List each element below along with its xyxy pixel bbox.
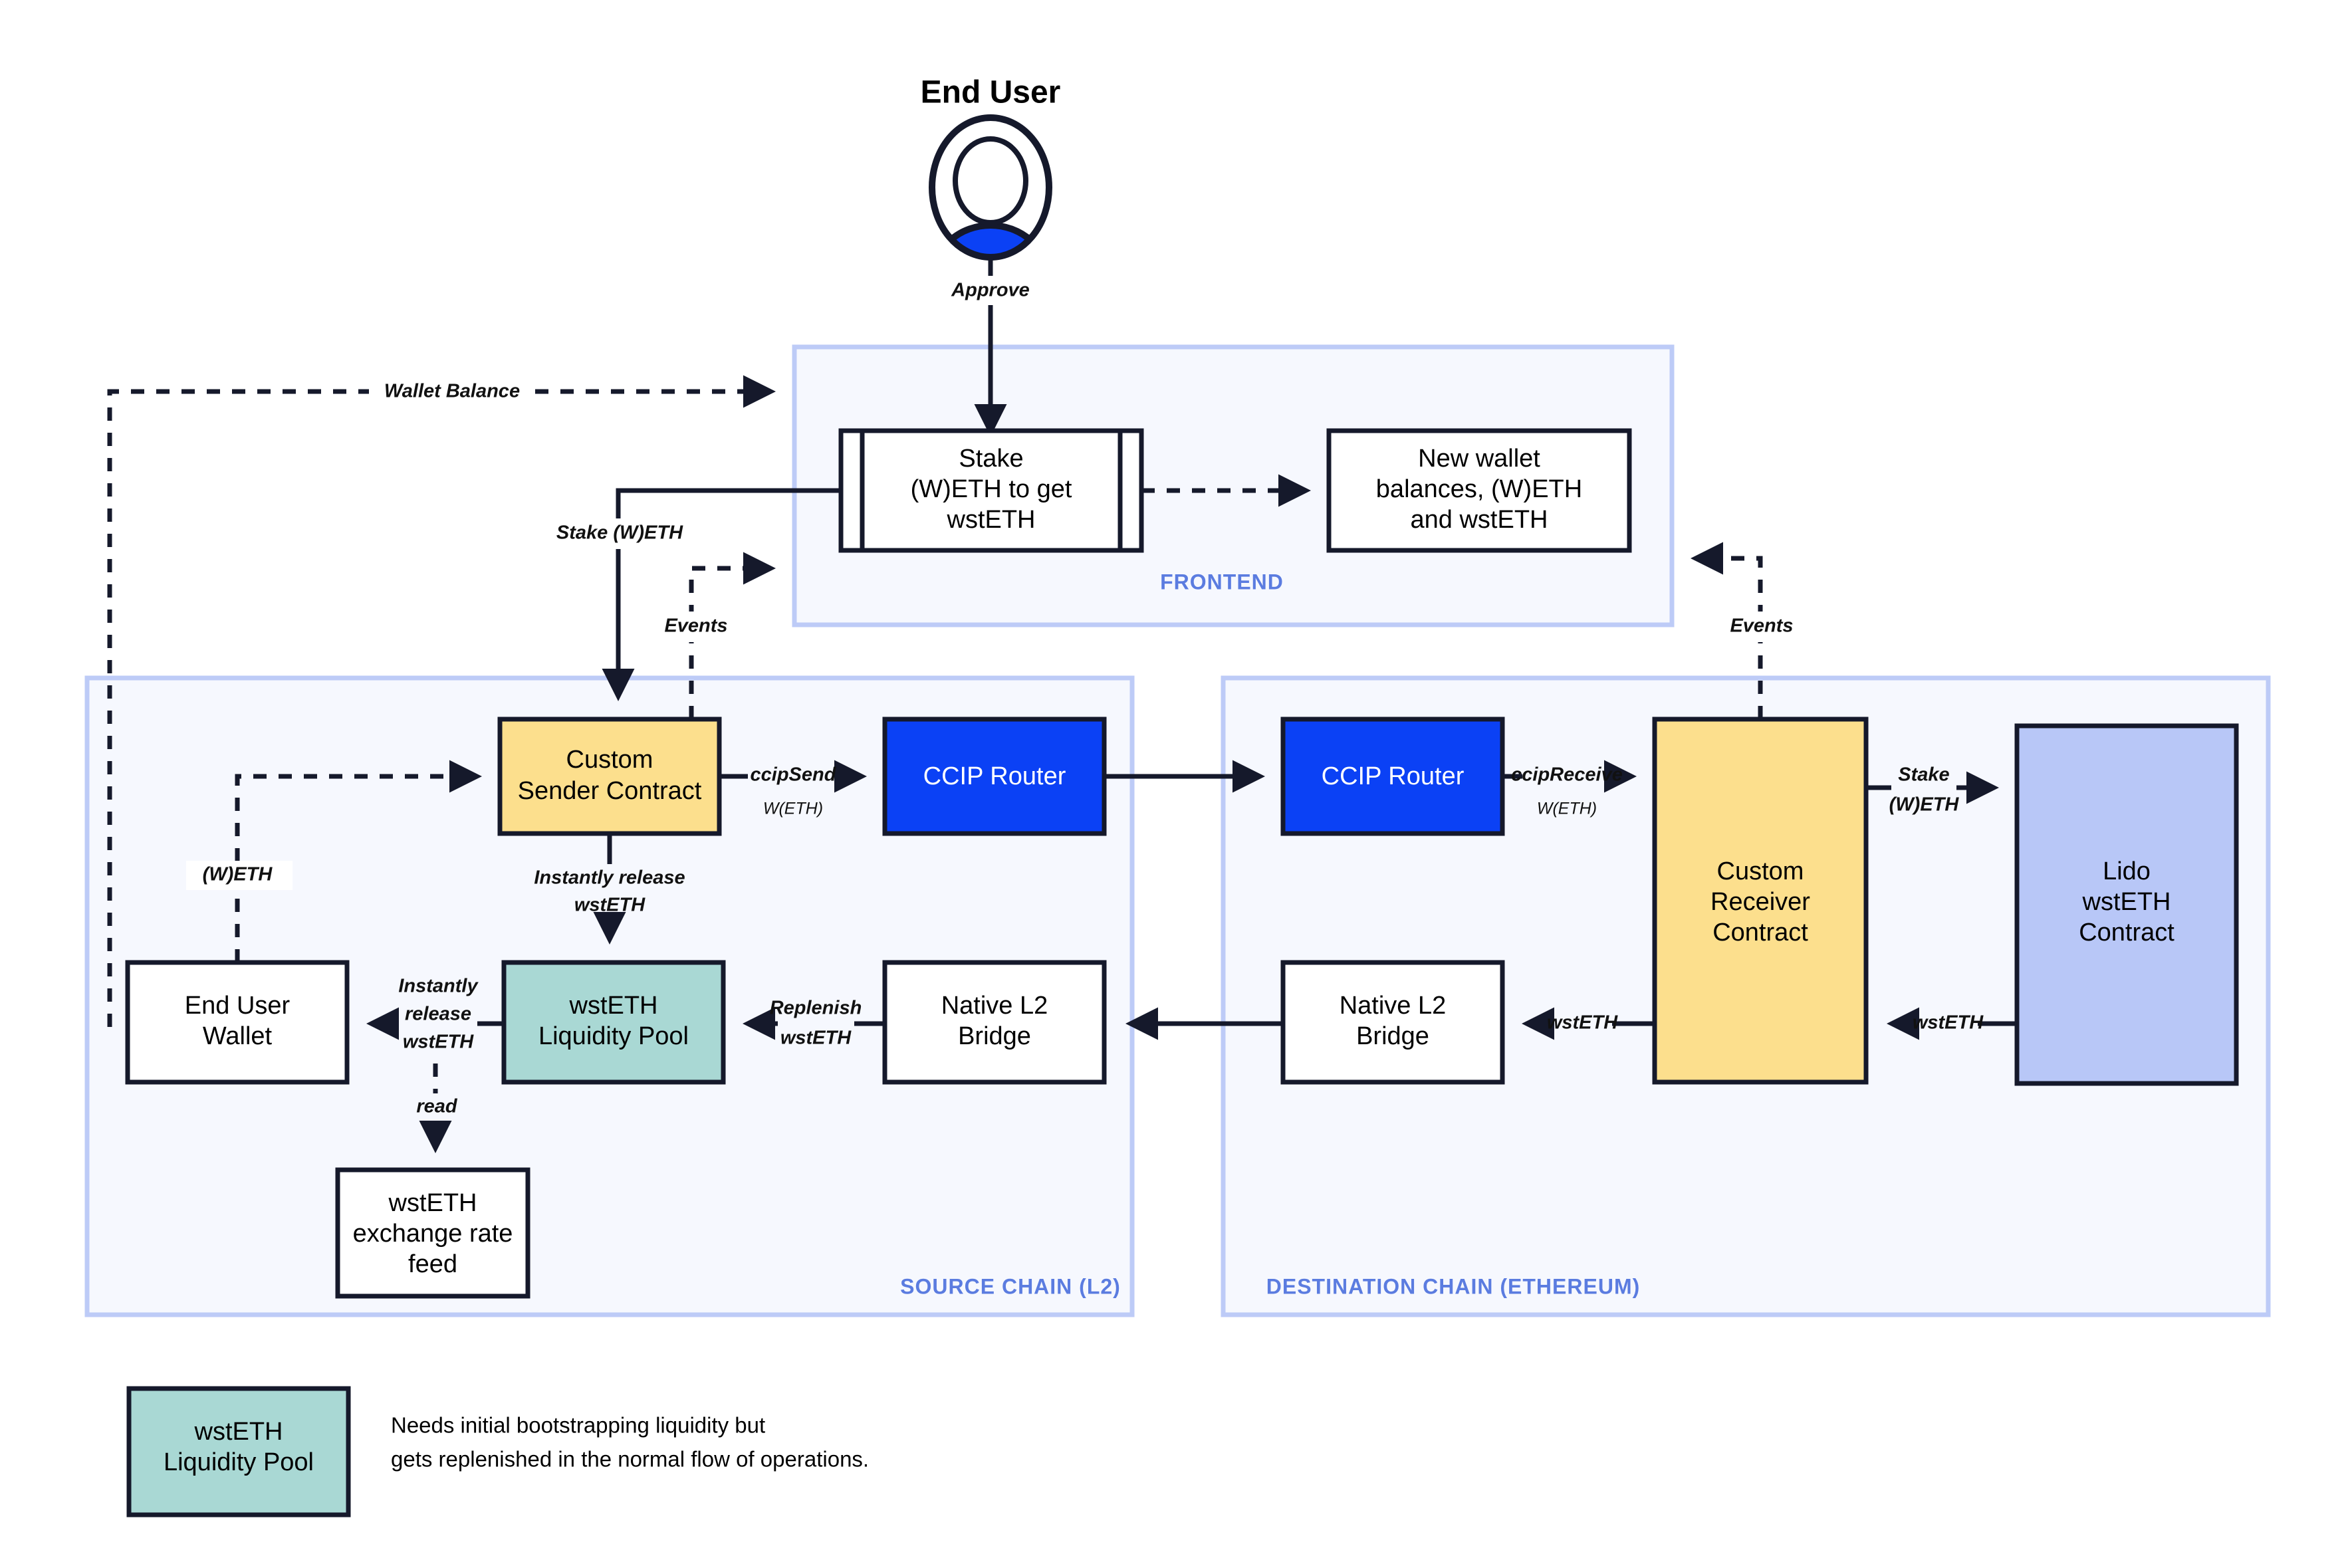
- edge-events-left-label: Events: [664, 616, 727, 637]
- node-receiver-contract-line-0: Custom: [1717, 857, 1804, 885]
- node-ccip-router-destination-label: CCIP Router: [1322, 762, 1465, 790]
- edge-events-right: Events: [1691, 542, 1810, 719]
- node-native-bridge-source-line-0: Native L2: [941, 992, 1048, 1020]
- node-exchange-rate-feed-line-0: wstETH: [388, 1189, 477, 1217]
- edge-replenish: Replenish wstETH: [743, 998, 885, 1049]
- edge-ccip-receive-sub: W(ETH): [1537, 800, 1597, 818]
- node-lido-contract-line-0: Lido: [2103, 857, 2151, 885]
- edge-read-feed: read: [416, 1064, 458, 1153]
- edge-ccip-receive: ccipReceive W(ETH): [1502, 760, 1637, 818]
- legend-swatch: [126, 1386, 351, 1517]
- node-new-balances-line-0: New wallet: [1418, 445, 1540, 473]
- node-ccip-router-source[interactable]: CCIP Router: [882, 717, 1107, 836]
- edge-stake-weth-label: Stake (W)ETH: [556, 522, 683, 544]
- edge-instant-release-wallet: Instantly release wstETH: [366, 976, 504, 1053]
- node-exchange-rate-feed-line-2: feed: [408, 1250, 457, 1278]
- edge-ccip-send-label: ccipSend: [751, 764, 837, 786]
- node-new-balances[interactable]: New wallet balances, (W)ETH and wstETH: [1326, 428, 1632, 553]
- node-native-bridge-source[interactable]: Native L2 Bridge: [882, 960, 1107, 1085]
- edge-wsteth-lido-to-receiver-label: wstETH: [1913, 1012, 1984, 1034]
- node-liquidity-pool[interactable]: wstETH Liquidity Pool: [501, 960, 726, 1085]
- edge-instant-release-wallet-line-1: release: [405, 1004, 471, 1025]
- edge-wsteth-receiver-to-bridge: wstETH: [1522, 1007, 1655, 1040]
- edge-ccip-send-sub: W(ETH): [763, 800, 823, 818]
- actor-end-user: End User: [921, 75, 1061, 261]
- node-sender-contract[interactable]: Custom Sender Contract: [497, 717, 722, 836]
- node-stake-form-line-1: (W)ETH to get: [911, 475, 1072, 503]
- panel-source-chain-label: SOURCE CHAIN (L2): [900, 1274, 1121, 1298]
- edge-events-left: Events: [648, 552, 776, 719]
- node-sender-contract-line-1: Sender Contract: [518, 777, 702, 805]
- legend-swatch-line-1: Liquidity Pool: [164, 1448, 314, 1476]
- panel-frontend-label: FRONTEND: [1160, 570, 1284, 594]
- edge-stake-weth-lido-line-0: Stake: [1898, 764, 1949, 786]
- node-new-balances-line-1: balances, (W)ETH: [1376, 475, 1582, 503]
- node-stake-form-line-0: Stake: [959, 445, 1023, 473]
- edge-read-feed-label: read: [416, 1096, 458, 1117]
- edge-ccip-send: ccipSend W(ETH): [719, 760, 867, 818]
- edge-stake-weth-lido: Stake (W)ETH: [1866, 764, 1999, 816]
- node-liquidity-pool-line-0: wstETH: [569, 992, 658, 1020]
- node-native-bridge-destination-line-0: Native L2: [1340, 992, 1447, 1020]
- edge-replenish-line-0: Replenish: [770, 998, 862, 1019]
- user-avatar-icon: [929, 114, 1052, 261]
- legend-swatch-line-0: wstETH: [194, 1418, 283, 1446]
- edge-replenish-line-1: wstETH: [780, 1028, 852, 1049]
- edge-weth-to-sender: (W)ETH: [186, 760, 482, 962]
- node-native-bridge-destination-line-1: Bridge: [1356, 1022, 1429, 1050]
- edge-wsteth-lido-to-receiver: wstETH: [1887, 1007, 2017, 1040]
- actor-title: End User: [921, 75, 1061, 110]
- node-end-user-wallet[interactable]: End User Wallet: [125, 960, 350, 1085]
- node-exchange-rate-feed-line-1: exchange rate: [353, 1220, 513, 1248]
- node-lido-contract[interactable]: Lido wstETH Contract: [2014, 723, 2239, 1086]
- edge-weth-to-sender-label: (W)ETH: [203, 864, 273, 885]
- node-exchange-rate-feed[interactable]: wstETH exchange rate feed: [335, 1167, 530, 1299]
- edge-approve: Approve: [936, 258, 1046, 437]
- edge-instant-release-wallet-line-2: wstETH: [403, 1032, 474, 1053]
- edge-ccip-receive-label: ccipReceive: [1511, 764, 1623, 786]
- node-native-bridge-source-line-1: Bridge: [958, 1022, 1031, 1050]
- edge-instant-release-pool-line-1: wstETH: [574, 895, 646, 916]
- edge-instant-release-pool: Instantly release wstETH: [534, 834, 685, 945]
- legend-note-line-1: gets replenished in the normal flow of o…: [391, 1447, 869, 1472]
- edge-wsteth-receiver-to-bridge-label: wstETH: [1547, 1012, 1618, 1034]
- edge-wallet-balance: Wallet Balance: [107, 375, 776, 1027]
- node-liquidity-pool-line-1: Liquidity Pool: [538, 1022, 689, 1050]
- edge-wallet-balance-label: Wallet Balance: [384, 381, 520, 402]
- node-lido-contract-line-2: Contract: [2079, 919, 2174, 947]
- node-new-balances-line-2: and wstETH: [1411, 506, 1548, 534]
- node-sender-contract-line-0: Custom: [566, 746, 653, 774]
- edge-instant-release-pool-line-0: Instantly release: [534, 867, 685, 889]
- node-stake-form[interactable]: Stake (W)ETH to get wstETH: [838, 428, 1144, 553]
- node-ccip-router-destination[interactable]: CCIP Router: [1280, 717, 1505, 836]
- legend: wstETH Liquidity Pool Needs initial boot…: [126, 1386, 869, 1517]
- panel-destination-chain-label: DESTINATION CHAIN (ETHEREUM): [1266, 1274, 1641, 1298]
- edge-approve-label: Approve: [951, 280, 1030, 301]
- node-native-bridge-destination[interactable]: Native L2 Bridge: [1280, 960, 1505, 1085]
- edge-stake-weth-lido-line-1: (W)ETH: [1889, 794, 1960, 816]
- node-lido-contract-line-1: wstETH: [2082, 888, 2171, 916]
- node-end-user-wallet-line-0: End User: [185, 992, 291, 1020]
- legend-note-line-0: Needs initial bootstrapping liquidity bu…: [391, 1413, 765, 1438]
- node-receiver-contract-line-1: Receiver: [1710, 888, 1810, 916]
- edge-stake-weth: Stake (W)ETH: [545, 488, 841, 701]
- node-receiver-contract-line-2: Contract: [1712, 919, 1808, 947]
- node-receiver-contract[interactable]: Custom Receiver Contract: [1652, 717, 1869, 1085]
- edge-events-right-label: Events: [1730, 616, 1793, 637]
- node-ccip-router-source-label: CCIP Router: [923, 762, 1066, 790]
- node-end-user-wallet-line-1: Wallet: [203, 1022, 273, 1050]
- node-stake-form-line-2: wstETH: [947, 506, 1036, 534]
- edge-instant-release-wallet-line-0: Instantly: [398, 976, 479, 997]
